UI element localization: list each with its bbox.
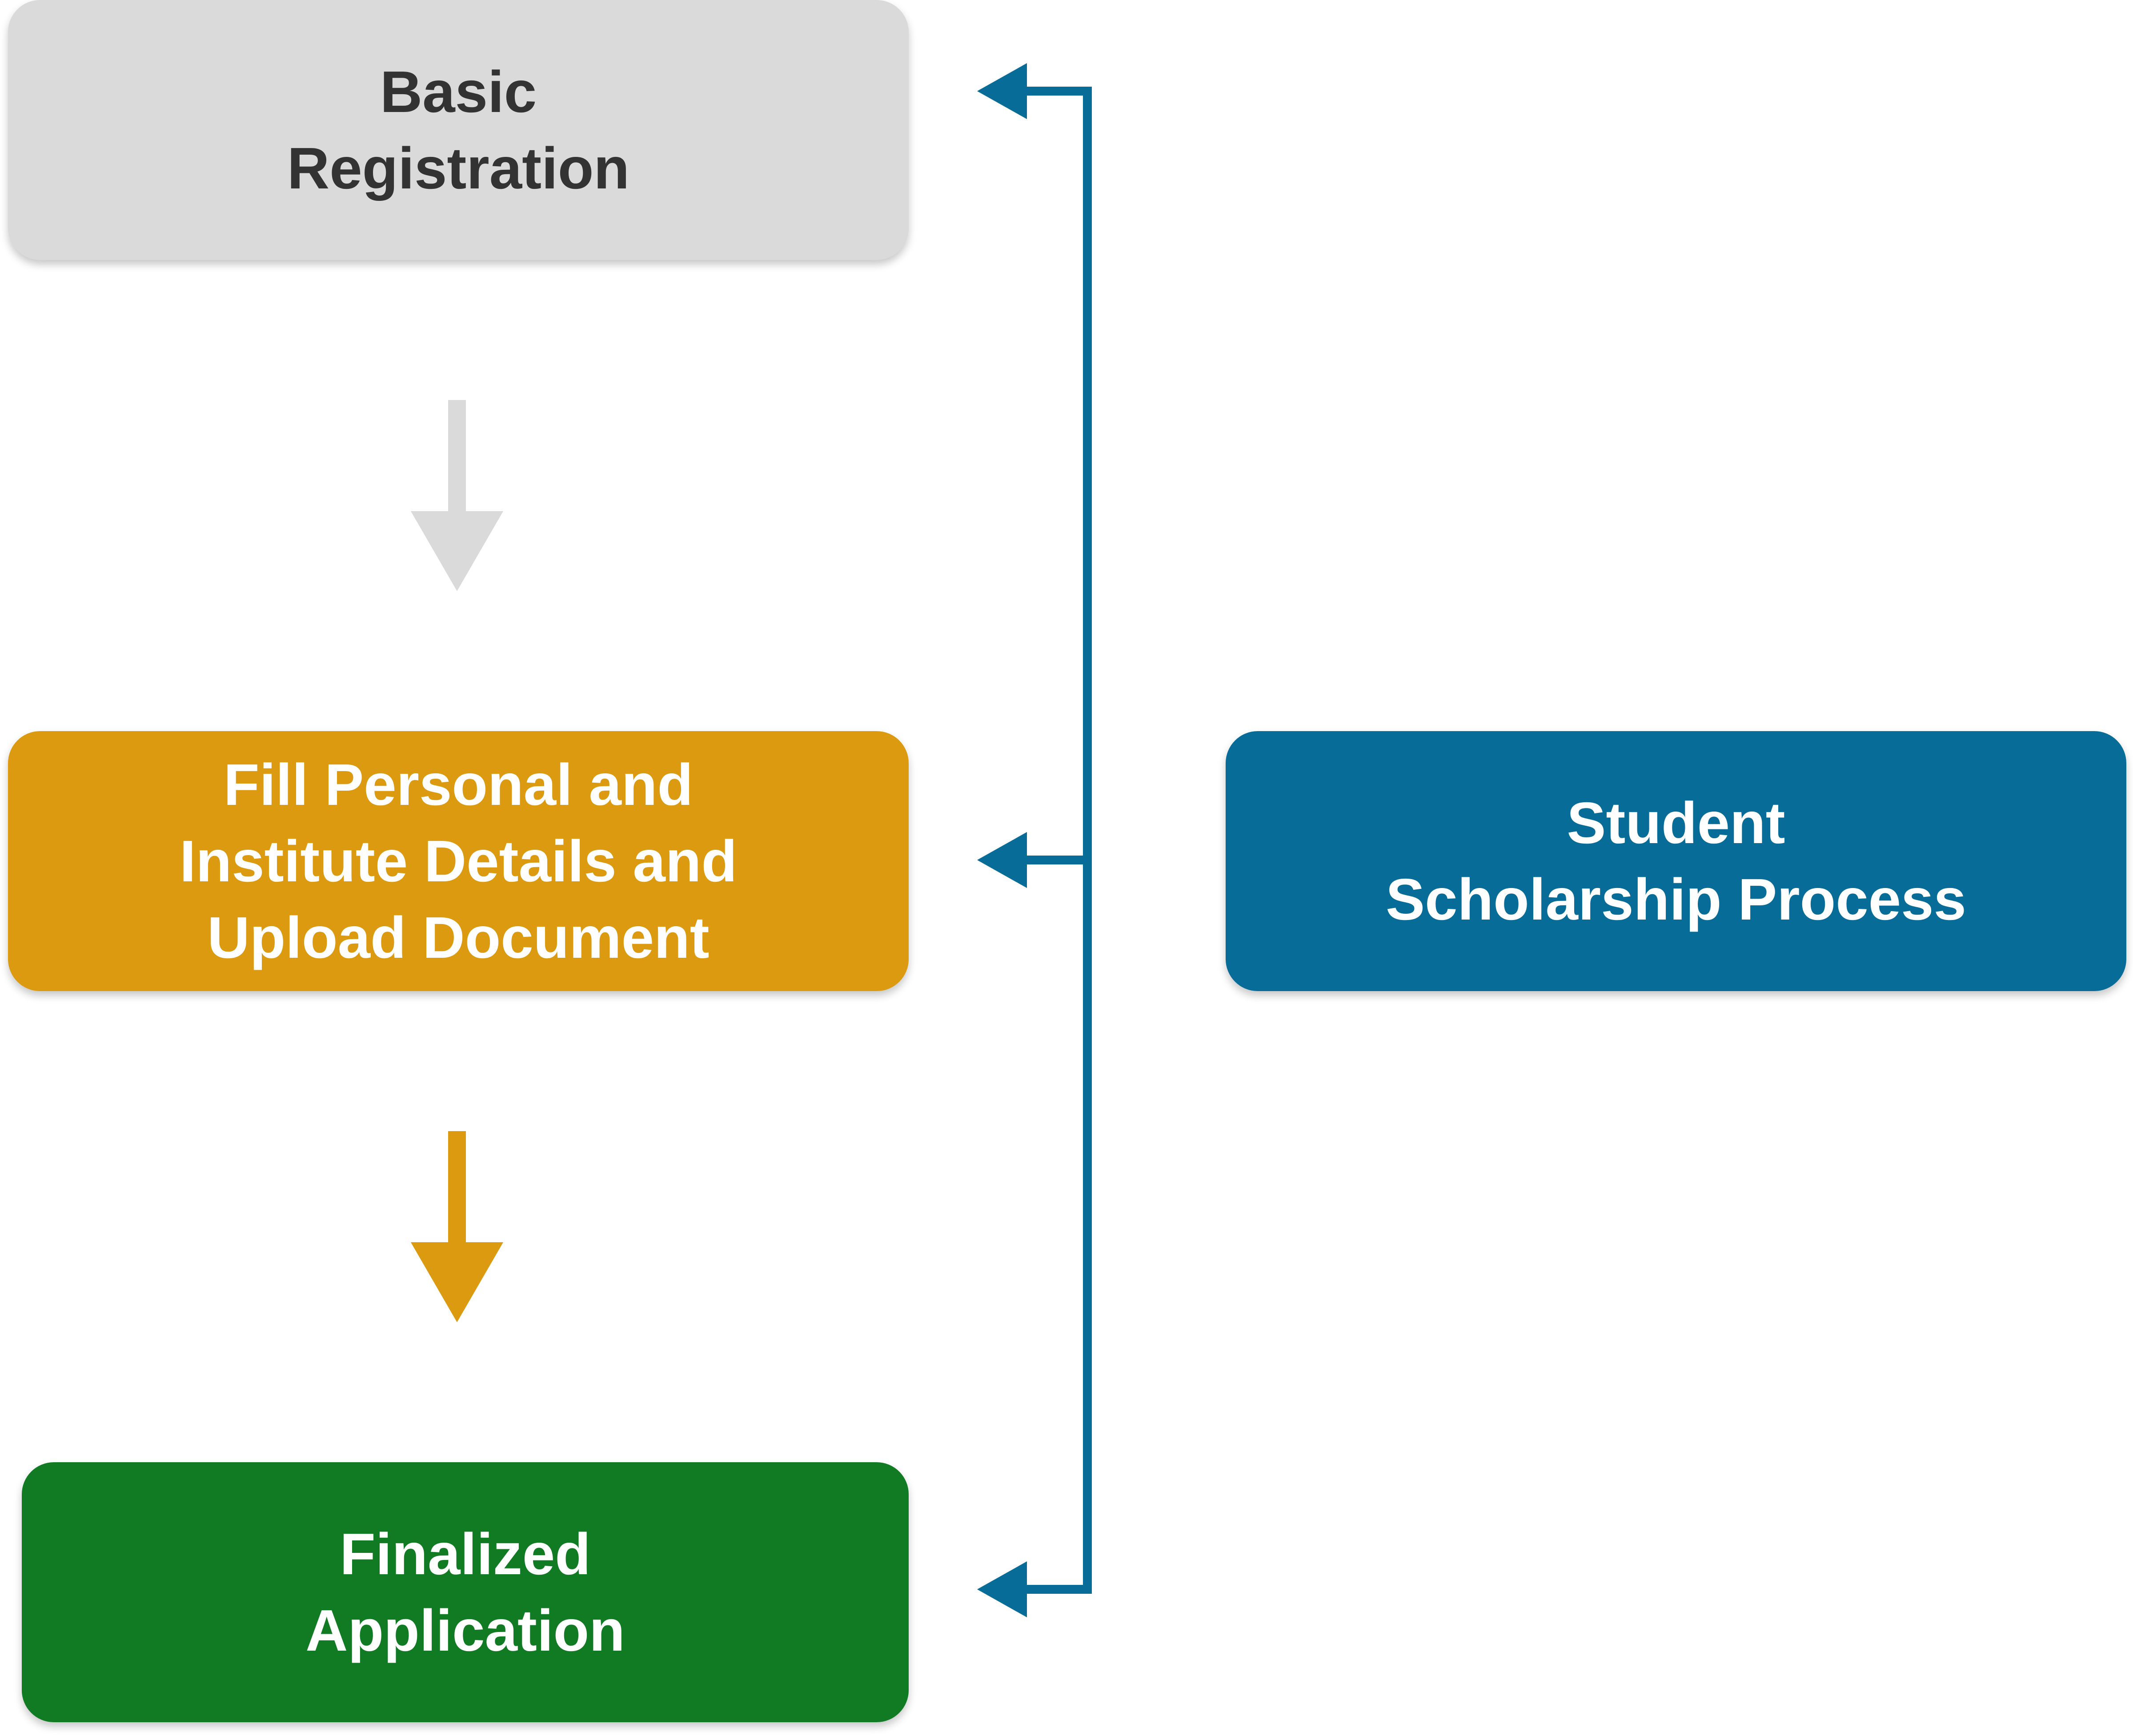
arrow-fill-to-final	[411, 1131, 503, 1322]
student-scholarship-process-label: Student Scholarship Process	[1386, 790, 1966, 932]
bracket-line	[1022, 87, 1092, 1594]
step-fill-details: Fill Personal and Institute Details and …	[8, 731, 909, 991]
student-scholarship-process: Student Scholarship Process	[1226, 731, 2126, 991]
step-finalized-application-label: Finalized Application	[305, 1521, 625, 1663]
step-finalized-application: Finalized Application	[22, 1462, 909, 1722]
step-basic-registration-label: Basic Registration	[287, 59, 630, 201]
arrow-fill-to-final-head	[411, 1242, 503, 1322]
process-bracket	[977, 63, 1092, 1617]
bracket-arrowhead-fill	[977, 832, 1027, 888]
arrow-basic-to-fill-head	[411, 511, 503, 591]
bracket-arrowhead-basic	[977, 63, 1027, 119]
step-basic-registration: Basic Registration	[8, 0, 909, 260]
arrow-basic-to-fill	[411, 400, 503, 591]
step-fill-details-label: Fill Personal and Institute Details and …	[179, 752, 738, 970]
bracket-arrowhead-final	[977, 1561, 1027, 1617]
